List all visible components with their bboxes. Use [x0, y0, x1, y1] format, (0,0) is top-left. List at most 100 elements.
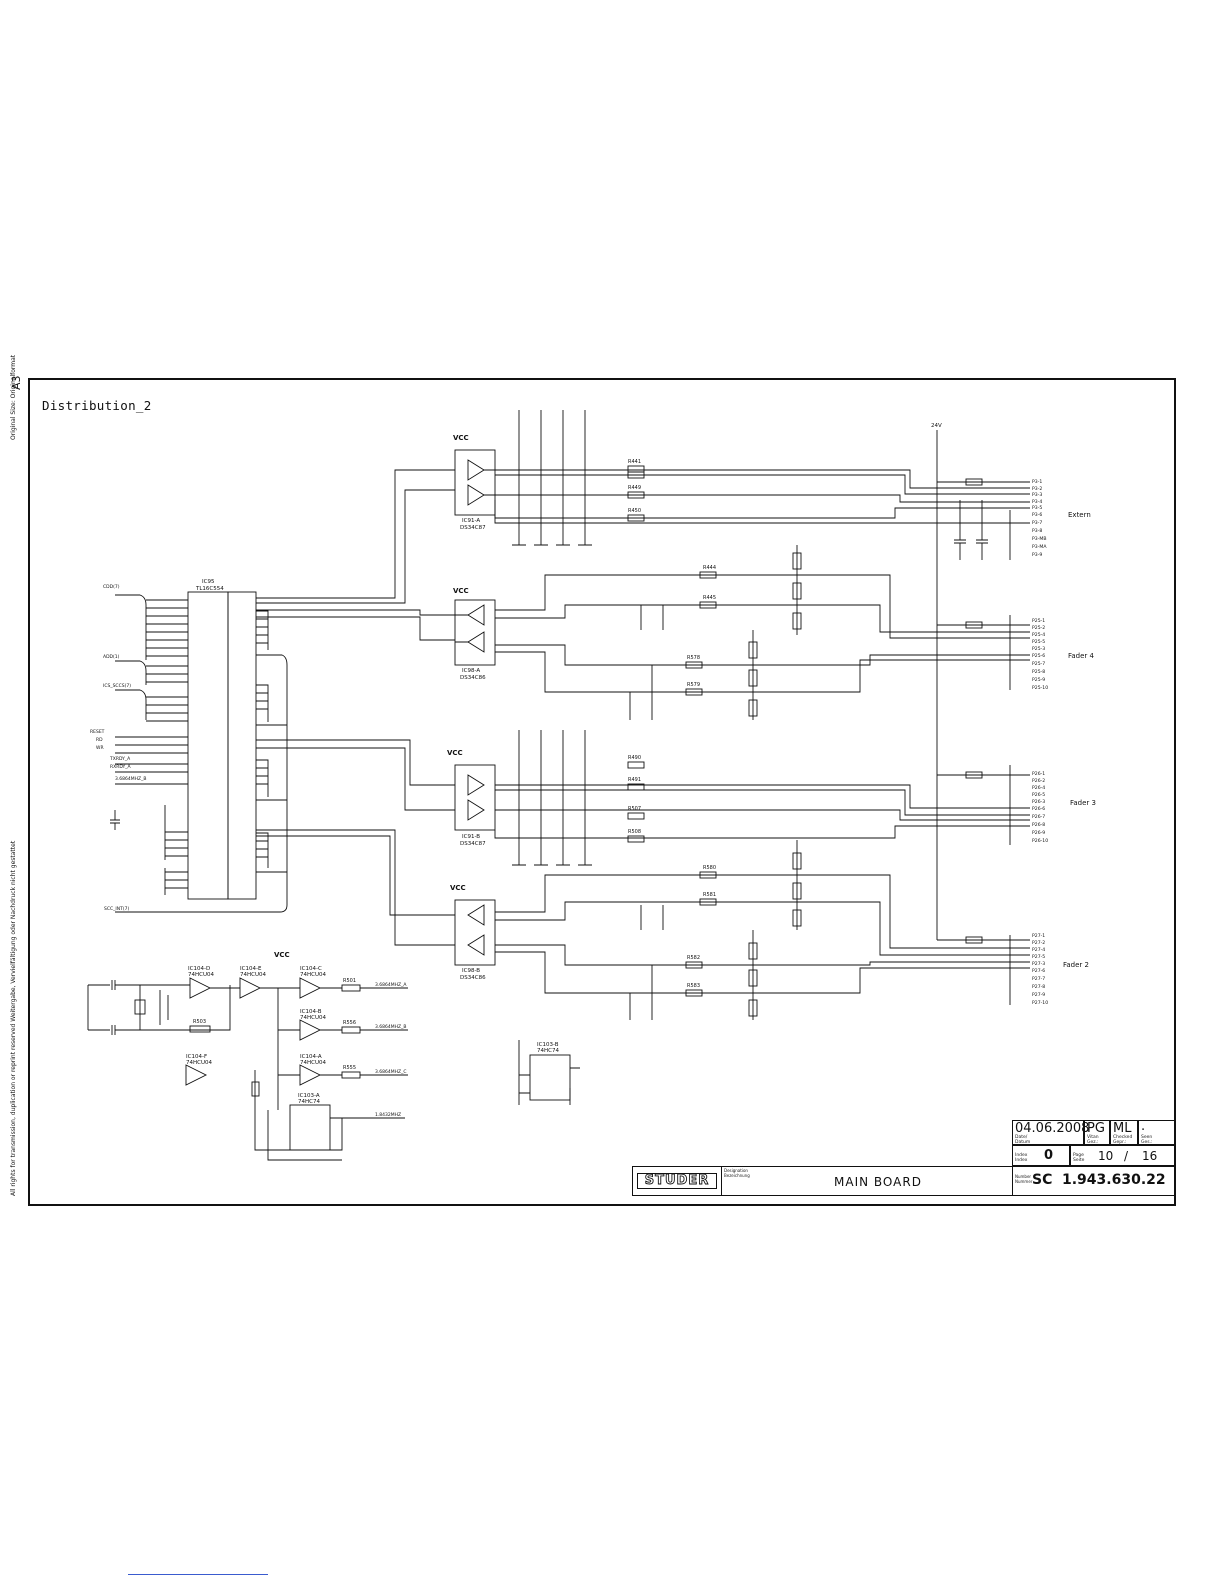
pin-label: P25-7	[1032, 661, 1045, 667]
pin-label: P25-6	[1032, 653, 1045, 659]
res-label: R449	[628, 485, 641, 491]
connector-p3: P3-1 P3-2 P3-3 P3-4 P3-5 P3-6 P3-7 P3-8 …	[1032, 479, 1047, 558]
pin-label: P27-7	[1032, 976, 1045, 982]
net-wr: WR	[96, 745, 104, 751]
pin-label: P26-5	[1032, 792, 1045, 798]
net-reset: RESET	[90, 729, 105, 735]
pin-label: P27-8	[1032, 984, 1045, 990]
label-fader4: Fader 4	[1068, 652, 1095, 660]
res-label: R441	[628, 459, 641, 465]
ic98b-name: IC98-B	[462, 968, 480, 974]
connector-p25: P25-1 P25-2 P25-4 P25-5 P25-3 P25-6 P25-…	[1032, 618, 1048, 691]
net-rd: RD	[96, 737, 103, 743]
res-label: R444	[703, 565, 716, 571]
pin-label: P25-5	[1032, 639, 1045, 645]
vcc-label-3: VCC	[447, 749, 463, 757]
drawn-value: PG	[1087, 1121, 1105, 1136]
studer-logo: STUDER	[637, 1173, 717, 1189]
pin-label: P3-6	[1032, 512, 1042, 518]
checked-value: ML	[1113, 1121, 1132, 1136]
checked-label: Checked Gepr.:	[1113, 1135, 1133, 1145]
seen-value: .	[1141, 1119, 1146, 1134]
res-label: R508	[628, 829, 641, 835]
pin-label: P3-9	[1032, 552, 1042, 558]
net-cdd7: CDD(7)	[103, 584, 120, 590]
ic91a-part: DS34C87	[460, 525, 486, 531]
ic98a-name: IC98-A	[462, 668, 480, 674]
net-clk-div: 1.8432MHZ	[375, 1112, 401, 1118]
page-total: 16	[1142, 1149, 1158, 1163]
ic104e-name: IC104-E	[240, 966, 262, 972]
net-addr: ADD(1)	[103, 654, 120, 660]
connector-p26: P26-1 P26-2 P26-4 P26-5 P26-3 P26-6 P26-…	[1032, 771, 1048, 844]
designation-label: Designation Bezeichnung	[724, 1168, 750, 1178]
footer-link-underline	[128, 1574, 268, 1575]
ic91a-name: IC91-A	[462, 518, 480, 524]
net-clk-out3: 3.6864MHZ_C	[375, 1069, 407, 1075]
net-txrdy: TXRDY_A	[109, 756, 131, 762]
pin-label: P27-3	[1032, 961, 1045, 967]
pin-label: P3-5	[1032, 505, 1042, 511]
ic104d-name: IC104-D	[188, 966, 210, 972]
ic103b-body	[529, 1054, 571, 1101]
res-label: R582	[687, 955, 700, 961]
pin-label: P26-9	[1032, 830, 1045, 836]
date-cell	[1012, 1120, 1084, 1145]
page-value: 10	[1098, 1149, 1114, 1163]
pin-label: P27-6	[1032, 968, 1045, 974]
pin-label: P3-3	[1032, 492, 1042, 498]
index-cell	[1012, 1145, 1070, 1166]
res-label: R450	[628, 508, 641, 514]
net-ics-sccs: ICS_SCCS(7)	[103, 683, 131, 689]
res-label: R445	[703, 595, 716, 601]
index-value: 0	[1044, 1148, 1054, 1163]
page-label: Page Seite	[1073, 1153, 1085, 1163]
pin-label: P27-2	[1032, 940, 1045, 946]
vcc-label-5: VCC	[274, 951, 290, 959]
page-title: Distribution_2	[42, 398, 152, 413]
pin-label: P3-7	[1032, 520, 1042, 526]
net-scc-int: SCC_INT(7)	[104, 906, 129, 912]
seen-label: Seen Ges.:	[1141, 1135, 1153, 1145]
vcc-label-1: VCC	[453, 434, 469, 442]
pin-label: P3-2	[1032, 486, 1042, 492]
brand-cell	[632, 1166, 722, 1196]
date-label: Date/ Datum	[1015, 1135, 1031, 1145]
drawn-label: Vitan Gez.:	[1087, 1135, 1099, 1145]
ic103b-name: IC103-B	[537, 1042, 559, 1048]
designation-value: MAIN BOARD	[834, 1175, 922, 1189]
vcc-label-4: VCC	[450, 884, 466, 892]
ic98a-part: DS34C86	[460, 675, 486, 681]
net-clk-out1: 3.6864MHZ_A	[375, 982, 407, 988]
ic95-body-right	[227, 591, 257, 900]
pin-label: P25-1	[1032, 618, 1045, 624]
pin-label: P26-4	[1032, 785, 1045, 791]
res-label: R491	[628, 777, 641, 783]
pin-label: P27-10	[1032, 1000, 1048, 1006]
ic103a-part: 74HC74	[298, 1099, 320, 1105]
ic104c-name: IC104-C	[300, 966, 322, 972]
ic95-part: TL16C554	[195, 586, 224, 592]
connector-p27: P27-1 P27-2 P27-4 P27-5 P27-3 P27-6 P27-…	[1032, 933, 1048, 1006]
pin-label: P26-2	[1032, 778, 1045, 784]
res-label: R503	[193, 1019, 206, 1025]
net-clk: 3.6864MHZ_B	[115, 776, 146, 782]
res-label: R580	[703, 865, 716, 871]
pin-label: P25-8	[1032, 669, 1045, 675]
number-prefix: SC	[1032, 1172, 1053, 1188]
pin-label: P25-3	[1032, 646, 1045, 652]
ic103a-body	[289, 1104, 331, 1151]
ic104d-part: 74HCU04	[188, 972, 214, 978]
ic104a-name: IC104-A	[300, 1054, 322, 1060]
vcc-label-2: VCC	[453, 587, 469, 595]
ic103a-name: IC103-A	[298, 1093, 320, 1099]
res-label: R556	[343, 1020, 356, 1026]
page-sep: /	[1124, 1149, 1129, 1163]
label-fader2: Fader 2	[1063, 961, 1089, 969]
pin-label: P27-4	[1032, 947, 1045, 953]
res-label: R501	[343, 978, 356, 984]
ic98a-body	[454, 599, 496, 666]
pin-label: P27-1	[1032, 933, 1045, 939]
number-value: 1.943.630.22	[1062, 1172, 1166, 1188]
